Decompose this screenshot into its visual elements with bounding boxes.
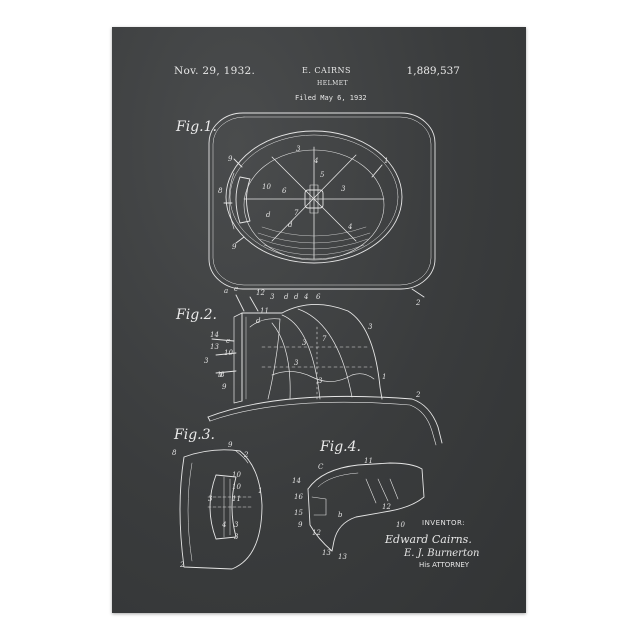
inventor-signature: Edward Cairns. bbox=[385, 533, 472, 546]
figure-2-label: Fig.2. bbox=[175, 307, 217, 323]
svg-text:13: 13 bbox=[322, 549, 331, 557]
svg-text:d: d bbox=[256, 317, 261, 325]
svg-text:3: 3 bbox=[318, 377, 323, 385]
svg-text:9: 9 bbox=[298, 521, 303, 529]
svg-text:a: a bbox=[224, 287, 228, 295]
svg-text:3: 3 bbox=[341, 185, 346, 193]
svg-text:7: 7 bbox=[294, 209, 299, 217]
patent-title: HELMET bbox=[317, 80, 349, 87]
inventor-header: E. CAIRNS bbox=[302, 66, 351, 75]
figure-2-side-view: Fig.2. a c 12 3 d d 4 bbox=[175, 285, 443, 446]
inventor-label: INVENTOR: bbox=[422, 519, 466, 527]
svg-text:b: b bbox=[338, 511, 343, 519]
svg-text:9: 9 bbox=[232, 243, 237, 251]
svg-text:4: 4 bbox=[303, 293, 308, 301]
svg-text:1: 1 bbox=[384, 157, 388, 165]
svg-text:4: 4 bbox=[313, 157, 318, 165]
patent-drawings: Fig.1. 1 2 3 3 4 4 5 6 7 bbox=[172, 112, 443, 570]
attorney-label: His ATTORNEY bbox=[419, 561, 470, 569]
svg-text:12: 12 bbox=[312, 529, 321, 537]
svg-text:12: 12 bbox=[256, 289, 265, 297]
figure-3-label: Fig.3. bbox=[173, 427, 215, 443]
svg-text:10: 10 bbox=[224, 349, 233, 357]
svg-text:3: 3 bbox=[296, 145, 301, 153]
svg-text:2: 2 bbox=[243, 451, 249, 459]
svg-text:d: d bbox=[284, 293, 289, 301]
svg-text:2: 2 bbox=[415, 299, 421, 307]
svg-text:4: 4 bbox=[221, 521, 226, 529]
svg-text:9: 9 bbox=[228, 155, 233, 163]
svg-text:3: 3 bbox=[208, 495, 213, 503]
svg-text:2: 2 bbox=[179, 561, 185, 569]
svg-text:3: 3 bbox=[270, 293, 275, 301]
svg-text:d: d bbox=[266, 211, 271, 219]
svg-text:10: 10 bbox=[232, 483, 241, 491]
svg-text:14: 14 bbox=[210, 331, 219, 339]
svg-text:9: 9 bbox=[228, 441, 233, 449]
figure-4-detail: Fig.4. C 11 14 16 15 9 12 b 13 13 12 10 bbox=[292, 439, 425, 561]
svg-text:5: 5 bbox=[320, 171, 325, 179]
svg-text:10: 10 bbox=[232, 471, 241, 479]
figure-1-top-view: Fig.1. 1 2 3 3 4 4 5 6 7 bbox=[175, 112, 436, 307]
figure-3-detail: Fig.3. 8 9 2 10 10 11 1 3 4 3 3 2 bbox=[172, 427, 262, 570]
svg-text:11: 11 bbox=[260, 307, 269, 315]
svg-text:1: 1 bbox=[382, 373, 386, 381]
filed-date: Filed May 6, 1932 bbox=[295, 94, 367, 102]
svg-text:10: 10 bbox=[396, 521, 405, 529]
svg-text:3: 3 bbox=[204, 357, 209, 365]
svg-text:3: 3 bbox=[234, 533, 239, 541]
svg-text:d: d bbox=[294, 293, 299, 301]
svg-text:7: 7 bbox=[322, 335, 327, 343]
svg-text:6: 6 bbox=[316, 293, 321, 301]
patent-number: 1,889,537 bbox=[406, 65, 460, 77]
figure-1-label: Fig.1. bbox=[175, 119, 217, 135]
svg-text:6: 6 bbox=[282, 187, 287, 195]
figure-4-label: Fig.4. bbox=[319, 439, 361, 455]
svg-text:3: 3 bbox=[302, 339, 307, 347]
svg-text:16: 16 bbox=[294, 493, 303, 501]
svg-text:10: 10 bbox=[262, 183, 271, 191]
svg-text:8: 8 bbox=[220, 371, 225, 379]
attorney-signature: E. J. Burnerton bbox=[404, 548, 480, 559]
svg-text:1: 1 bbox=[258, 487, 262, 495]
svg-text:d: d bbox=[288, 221, 293, 229]
svg-text:2: 2 bbox=[415, 391, 421, 399]
svg-text:14: 14 bbox=[292, 477, 301, 485]
svg-text:9: 9 bbox=[222, 383, 227, 391]
svg-text:15: 15 bbox=[294, 509, 303, 517]
svg-text:13: 13 bbox=[338, 553, 347, 561]
svg-text:3: 3 bbox=[368, 323, 373, 331]
svg-text:3: 3 bbox=[234, 521, 239, 529]
svg-text:11: 11 bbox=[364, 457, 373, 465]
svg-text:b: b bbox=[218, 371, 223, 379]
svg-text:3: 3 bbox=[294, 359, 299, 367]
svg-text:c: c bbox=[226, 337, 230, 345]
svg-text:8: 8 bbox=[172, 449, 177, 457]
svg-text:11: 11 bbox=[232, 495, 241, 503]
patent-poster: Nov. 29, 1932. E. CAIRNS 1,889,537 HELME… bbox=[112, 27, 526, 613]
svg-text:4: 4 bbox=[347, 223, 352, 231]
patent-date: Nov. 29, 1932. bbox=[174, 65, 256, 77]
svg-text:8: 8 bbox=[218, 187, 223, 195]
svg-text:C: C bbox=[318, 463, 324, 471]
svg-text:13: 13 bbox=[210, 343, 219, 351]
svg-text:12: 12 bbox=[382, 503, 391, 511]
svg-text:c: c bbox=[234, 285, 238, 293]
